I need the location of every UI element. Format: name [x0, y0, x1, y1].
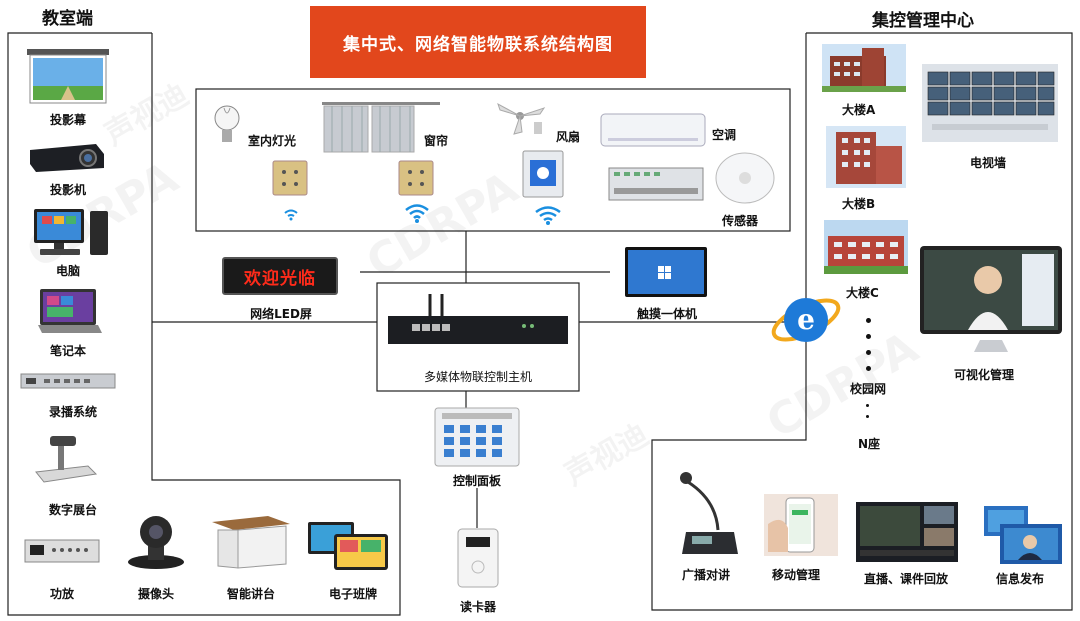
- label-host: 多媒体物联控制主机: [423, 370, 532, 384]
- led-screen: 欢迎光临: [222, 257, 338, 295]
- info-release-icon: [984, 506, 1062, 564]
- label-led-screen: 网络LED屏: [250, 307, 312, 321]
- label-campus-net: 校园网: [850, 382, 887, 396]
- amplifier-icon: [24, 539, 100, 563]
- air-conditioner-icon: [600, 113, 706, 147]
- card-reader-icon: [457, 528, 499, 588]
- section-classroom: 教室端: [42, 9, 93, 29]
- projection-screen-icon: [27, 49, 109, 104]
- vertical-dots: [866, 318, 872, 382]
- recording-system-icon: [20, 373, 116, 389]
- label-camera: 摄像头: [137, 587, 174, 601]
- label-computer: 电脑: [55, 264, 80, 278]
- label-laptop: 笔记本: [49, 344, 86, 358]
- label-projection-screen: 投影幕: [49, 113, 86, 127]
- label-control-panel: 控制面板: [452, 474, 501, 488]
- host-box: [376, 282, 580, 392]
- label-building-b: 大楼B: [842, 197, 876, 211]
- label-indoor-light: 室内灯光: [248, 134, 297, 148]
- label-live: 直播、课件回放: [864, 572, 949, 586]
- building-c-icon: [824, 220, 908, 274]
- smart-podium-icon: [212, 516, 290, 569]
- light-bulb-icon: [214, 105, 240, 142]
- tv-wall-icon: [922, 64, 1058, 142]
- curtain-icon: [322, 102, 440, 153]
- label-e-class-board: 电子班牌: [328, 587, 377, 601]
- light-switch-panel-icon: [272, 160, 308, 196]
- label-mobile: 移动管理: [772, 568, 821, 582]
- control-host-icon: [388, 294, 568, 344]
- label-sensor: 传感器: [722, 214, 759, 228]
- label-curtain: 窗帘: [424, 134, 449, 148]
- label-tv-wall: 电视墙: [970, 156, 1007, 170]
- label-building-c: 大楼C: [846, 286, 879, 300]
- label-broadcast: 广播对讲: [682, 568, 731, 582]
- label-card-reader: 读卡器: [459, 600, 496, 614]
- label-recording-system: 录播系统: [48, 405, 97, 419]
- label-n-building: N座: [858, 437, 881, 451]
- wifi-icon: [284, 209, 298, 221]
- wifi-icon: [535, 206, 561, 225]
- iot-device-box: [195, 88, 791, 232]
- label-building-a: 大楼A: [842, 103, 876, 117]
- control-panel-icon: [434, 407, 520, 467]
- label-smart-podium: 智能讲台: [226, 587, 275, 601]
- wifi-icon: [405, 204, 429, 223]
- control-center-frame: [651, 32, 1073, 611]
- fan-icon: [497, 102, 546, 135]
- projector-icon: [30, 144, 104, 172]
- computer-icon: [34, 209, 108, 255]
- label-document-camera: 数字展台: [48, 503, 97, 517]
- label-fan: 风扇: [556, 130, 581, 144]
- iot-controller-icon: [608, 167, 704, 201]
- internet-globe-icon: e: [771, 298, 841, 342]
- vertical-dots: [866, 404, 872, 426]
- touch-screen-icon: [625, 247, 707, 297]
- camera-icon: [128, 516, 184, 569]
- label-info: 信息发布: [996, 572, 1045, 586]
- label-touch-screen: 触摸一体机: [636, 307, 697, 321]
- diagram-title: 集中式、网络智能物联系统结构图: [310, 6, 646, 78]
- document-camera-icon: [35, 436, 98, 483]
- live-replay-icon: [856, 502, 958, 562]
- mobile-management-icon: [764, 494, 838, 556]
- building-a-icon: [822, 44, 906, 92]
- label-visual-management: 可视化管理: [954, 368, 1015, 382]
- curtain-switch-panel-icon: [398, 160, 434, 196]
- fan-socket-panel-icon: [522, 150, 564, 198]
- svg-text:e: e: [797, 303, 815, 336]
- broadcast-intercom-icon: [680, 472, 738, 554]
- laptop-icon: [38, 289, 102, 333]
- label-amplifier: 功放: [49, 587, 74, 601]
- label-projector: 投影机: [49, 183, 86, 197]
- label-air-conditioner: 空调: [712, 128, 737, 142]
- sensor-icon: [715, 152, 775, 204]
- visual-management-monitor-icon: [920, 246, 1062, 352]
- e-class-board-icon: [308, 522, 388, 570]
- section-control-center: 集控管理中心: [872, 11, 974, 31]
- classroom-frame: [7, 32, 401, 616]
- building-b-icon: [826, 126, 906, 188]
